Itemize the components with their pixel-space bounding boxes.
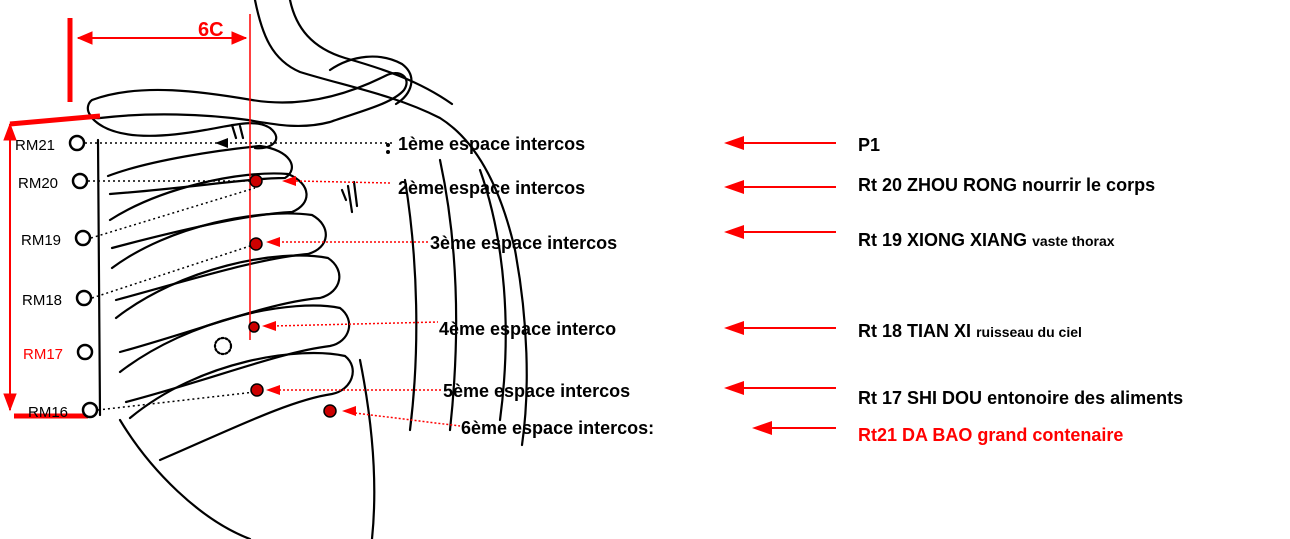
space1-dot bbox=[386, 143, 390, 154]
rm17-label: RM17 bbox=[23, 346, 63, 363]
rm21-marker bbox=[68, 134, 86, 152]
rt19-dot bbox=[249, 237, 263, 251]
point-rt20-name: ZHOU RONG bbox=[907, 175, 1017, 195]
point-rt17-meaning: entonoire des aliments bbox=[987, 388, 1183, 408]
pointer-lines bbox=[272, 180, 461, 427]
point-rt21: Rt21 DA BAO grand contenaire bbox=[858, 425, 1123, 445]
rm-point-group bbox=[68, 134, 99, 419]
space-5-label: 5ème espace intercos bbox=[443, 381, 630, 401]
point-rt18-name: TIAN XI bbox=[907, 321, 971, 341]
rt17-dot bbox=[250, 383, 264, 397]
space-4-label: 4ème espace interco bbox=[439, 319, 616, 339]
point-rt18-meaning: ruisseau du ciel bbox=[976, 324, 1082, 340]
point-rt21-name: DA BAO bbox=[902, 425, 972, 445]
rt20-dot bbox=[249, 174, 263, 188]
point-rt19: Rt 19 XIONG XIANG vaste thorax bbox=[858, 230, 1115, 250]
space-2-label: 2ème espace intercos bbox=[398, 178, 585, 198]
point-rt17: Rt 17 SHI DOU entonoire des aliments bbox=[858, 388, 1183, 408]
rm19-label: RM19 bbox=[21, 232, 61, 249]
point-rt19-meaning: vaste thorax bbox=[1032, 233, 1115, 249]
point-p1: P1 bbox=[858, 135, 880, 155]
point-rt17-code: Rt 17 bbox=[858, 388, 902, 408]
point-p1-code: P1 bbox=[858, 135, 880, 155]
dimension-markers bbox=[3, 14, 251, 419]
point-rt21-code: Rt21 bbox=[858, 425, 897, 445]
space-6-label: 6ème espace intercos: bbox=[461, 418, 654, 438]
point-rt20-code: Rt 20 bbox=[858, 175, 902, 195]
point-rt17-name: SHI DOU bbox=[907, 388, 982, 408]
link-arrows bbox=[724, 136, 836, 435]
rm20-marker bbox=[71, 172, 89, 190]
space-1-label: 1ème espace intercos bbox=[398, 134, 585, 154]
point-rt21-meaning: grand contenaire bbox=[977, 425, 1123, 445]
point-rt18-code: Rt 18 bbox=[858, 321, 902, 341]
rm19-marker bbox=[74, 229, 92, 247]
anatomy-outline bbox=[86, 0, 528, 539]
rm16-marker bbox=[81, 401, 99, 419]
point-rt20: Rt 20 ZHOU RONG nourrir le corps bbox=[858, 175, 1155, 195]
rm21-label: RM21 bbox=[15, 137, 55, 154]
rm-guide-lines bbox=[85, 142, 395, 411]
rm18-marker bbox=[75, 289, 93, 307]
rm18-label: RM18 bbox=[22, 292, 62, 309]
rm17-marker bbox=[76, 343, 94, 361]
pointer-arrowheads bbox=[262, 176, 356, 416]
space-3-label: 3ème espace intercos bbox=[430, 233, 617, 253]
acupoint-dots bbox=[248, 174, 337, 418]
space1-arrowhead bbox=[215, 138, 228, 148]
dimension-label: 6C bbox=[198, 19, 224, 41]
rm20-label: RM20 bbox=[18, 175, 58, 192]
point-rt20-meaning: nourrir le corps bbox=[1022, 175, 1155, 195]
point-rt19-name: XIONG XIANG bbox=[907, 230, 1027, 250]
rm16-label: RM16 bbox=[28, 404, 68, 421]
rt21-dot bbox=[323, 404, 337, 418]
point-rt19-code: Rt 19 bbox=[858, 230, 902, 250]
point-rt18: Rt 18 TIAN XI ruisseau du ciel bbox=[858, 321, 1082, 341]
rt18-dot bbox=[248, 321, 260, 333]
